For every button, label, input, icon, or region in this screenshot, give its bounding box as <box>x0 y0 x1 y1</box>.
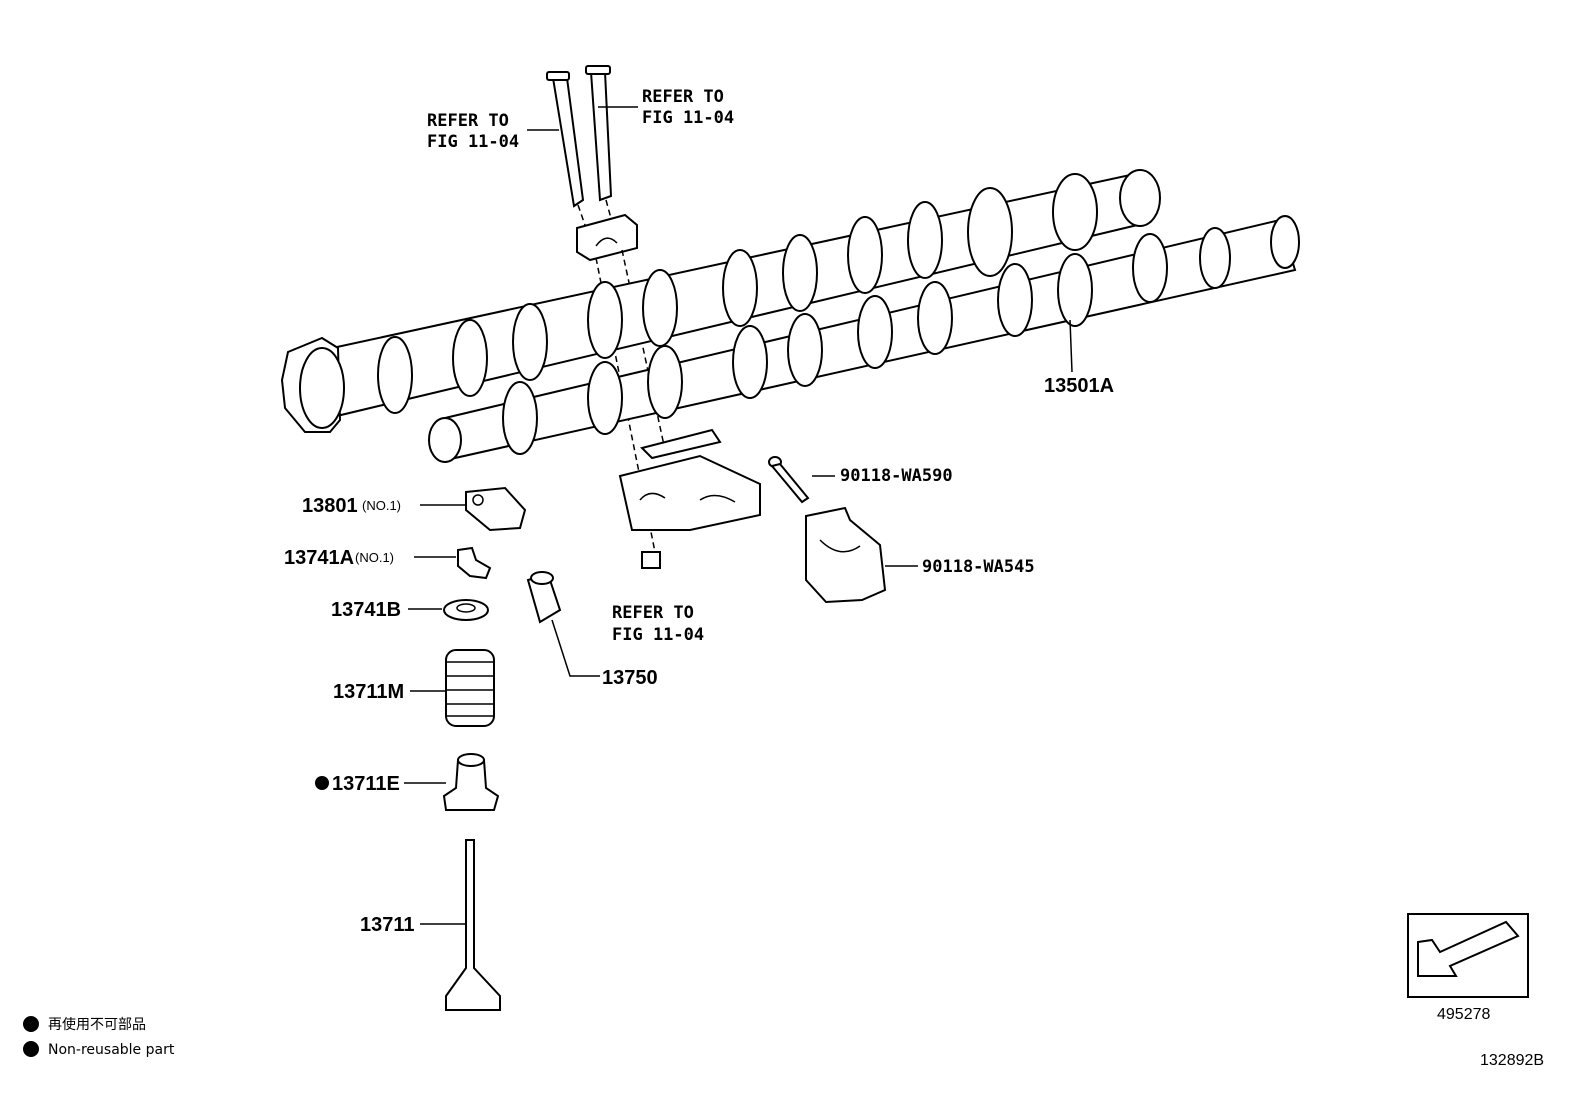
legend-bullet-ja <box>23 1016 39 1032</box>
legend-japanese: 再使用不可部品 <box>48 1016 146 1033</box>
refer-label-2-line2: FIG 11-04 <box>642 108 734 128</box>
valve-part <box>420 839 501 1011</box>
label-valve-key-note: (NO.1) <box>355 550 394 565</box>
valve-key-part <box>414 546 492 580</box>
refer-label-1-line1: REFER TO <box>427 111 509 131</box>
cam-cap-block <box>576 213 638 262</box>
label-rocker-arm: 13801 <box>302 495 358 517</box>
legend-bullet-en <box>23 1041 39 1057</box>
lash-adjuster-part <box>526 571 600 677</box>
label-camshaft: 13501A <box>1044 375 1114 397</box>
refer-label-3-line2: FIG 11-04 <box>612 625 704 645</box>
refer-label-1-line2: FIG 11-04 <box>427 132 519 152</box>
cam-housing <box>618 428 761 569</box>
camshaft-front <box>428 215 1300 463</box>
legend-english: Non-reusable part <box>48 1042 175 1058</box>
direction-arrow-icon <box>1417 920 1520 977</box>
label-valve-stem-seal: 13711E <box>332 773 400 795</box>
label-spring-retainer: 13741B <box>331 599 401 621</box>
label-valve-spring: 13711M <box>333 681 404 703</box>
direction-box-code: 495278 <box>1437 1006 1490 1023</box>
label-valve: 13711 <box>360 914 415 936</box>
label-rocker-arm-note: (NO.1) <box>362 498 401 513</box>
valve-spring-part <box>410 649 495 727</box>
label-bolt: 90118-WA590 <box>840 466 953 486</box>
valve-stem-seal-part <box>404 753 500 811</box>
refer-label-2-line1: REFER TO <box>642 87 724 107</box>
locating-pins <box>546 65 613 226</box>
figure-code: 132892B <box>1480 1052 1544 1069</box>
legend: 再使用不可部品 Non-reusable part <box>23 1016 175 1058</box>
bearing-cap-part <box>805 506 918 604</box>
bolt-part <box>768 456 835 504</box>
label-bearing-cap: 90118-WA545 <box>922 557 1035 577</box>
direction-box: 495278 <box>1407 913 1529 1023</box>
non-reusable-marker <box>315 776 329 790</box>
refer-label-3-line1: REFER TO <box>612 603 694 623</box>
spring-retainer-part <box>408 599 489 621</box>
label-valve-key: 13741A <box>284 547 354 569</box>
rocker-arm-part <box>420 486 527 532</box>
label-lash-adjuster: 13750 <box>602 667 658 689</box>
camshaft-rear <box>280 169 1161 433</box>
